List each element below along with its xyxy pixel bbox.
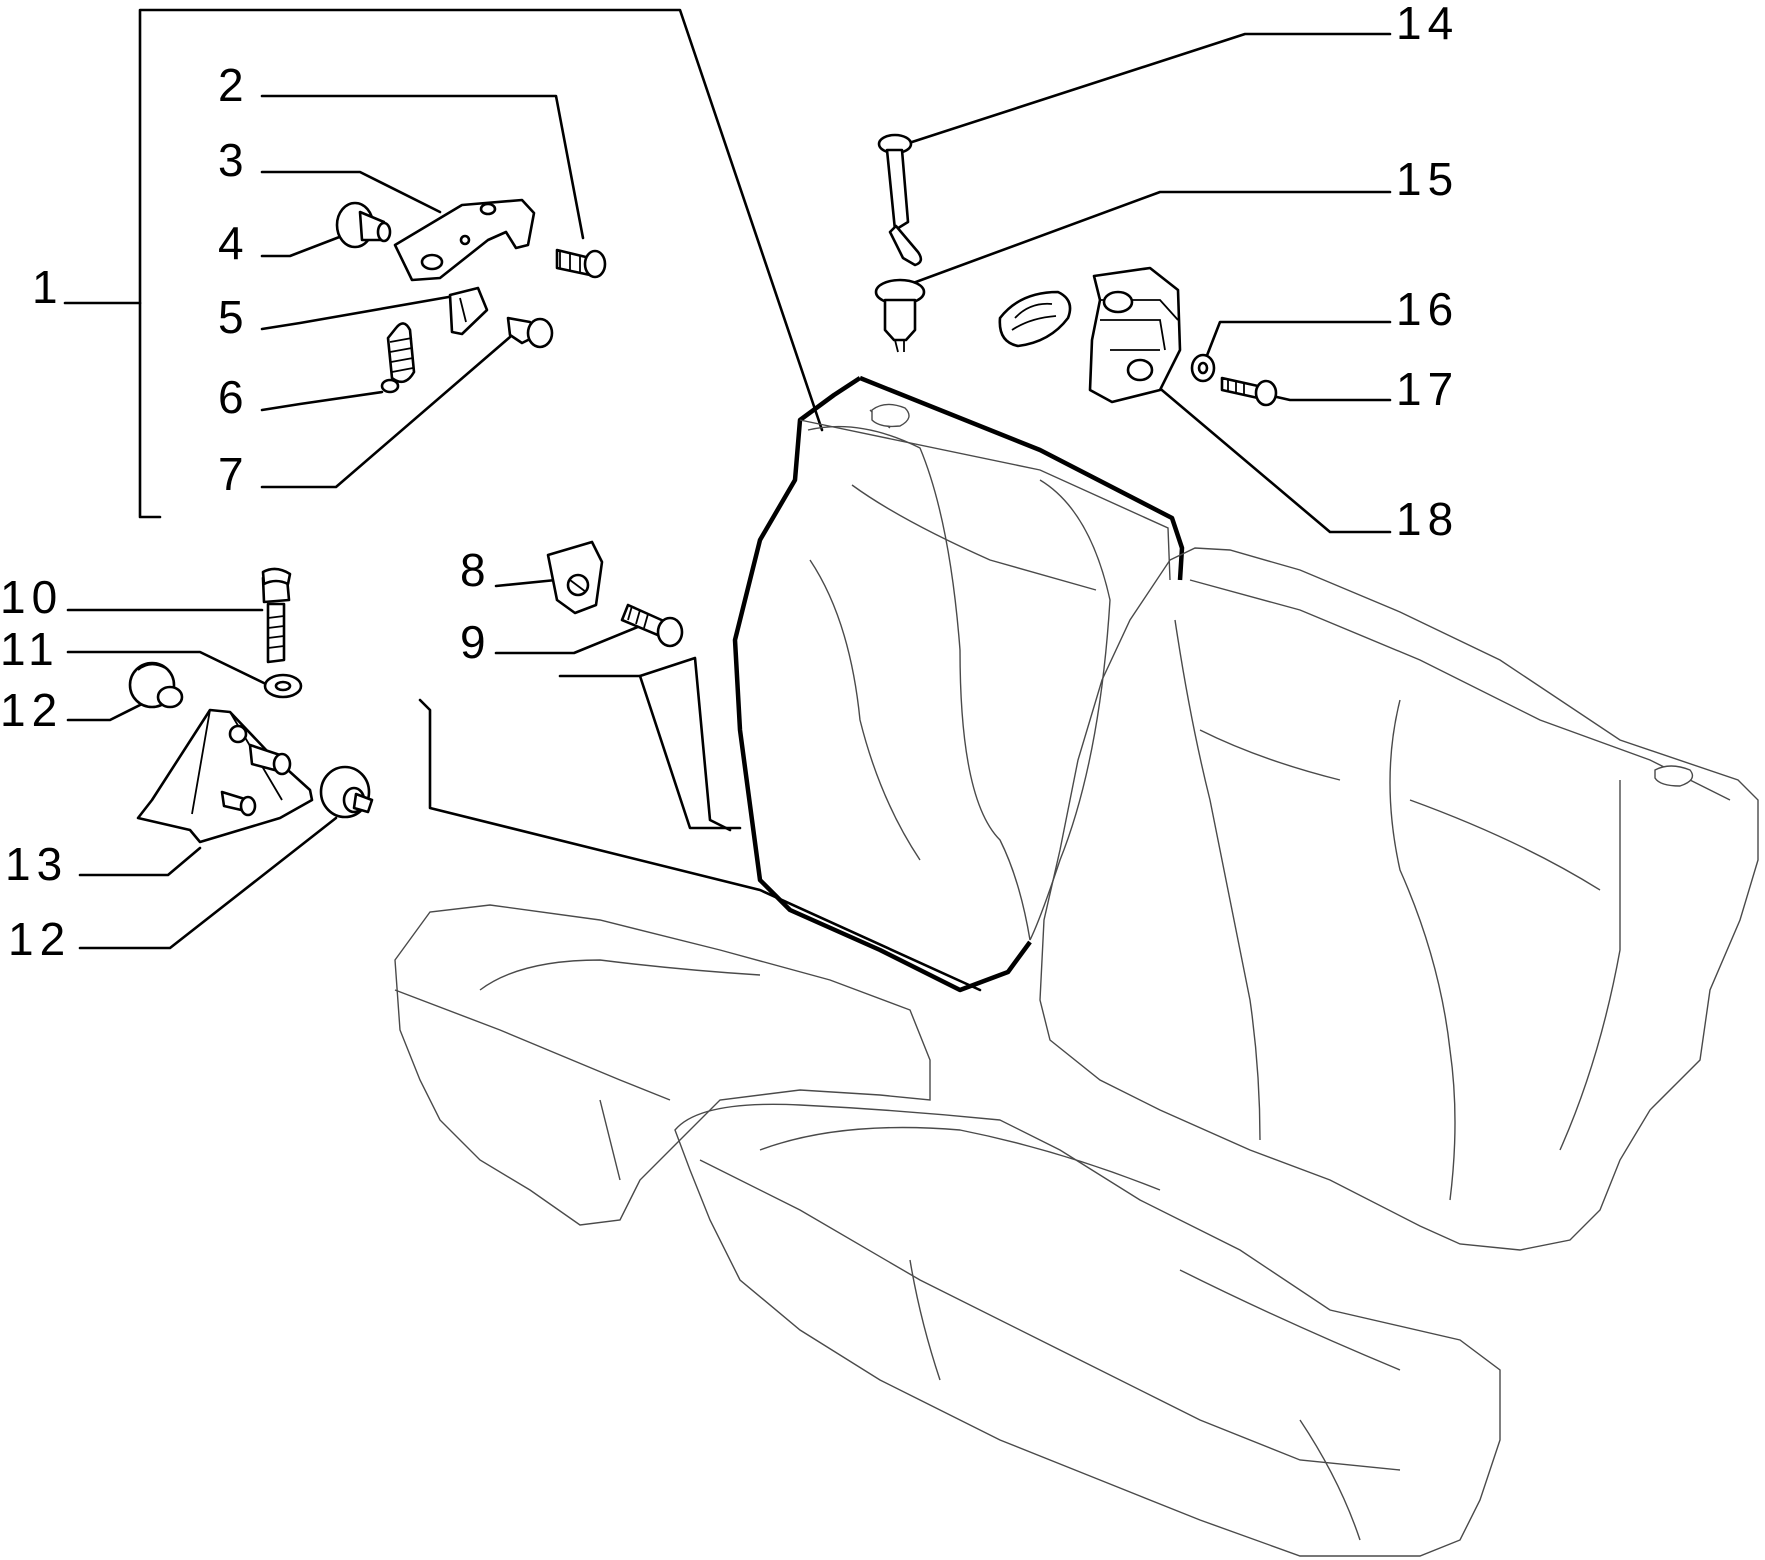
callout-15: 15 bbox=[1396, 153, 1459, 205]
part-17-screw bbox=[1220, 376, 1278, 407]
part-8-cover bbox=[546, 540, 604, 615]
leader-4 bbox=[260, 234, 344, 258]
leader-12-lower bbox=[78, 816, 338, 950]
part-12-nut-lower bbox=[319, 765, 374, 819]
callout-1: 1 bbox=[32, 261, 64, 313]
leader-seat-group bbox=[418, 698, 982, 992]
leader-7 bbox=[260, 335, 512, 489]
callout-8: 8 bbox=[460, 544, 492, 596]
left-seat-cushion bbox=[394, 904, 931, 1226]
leader-backrest-group bbox=[558, 674, 742, 830]
callout-7: 7 bbox=[218, 448, 250, 500]
right-seat-cushion bbox=[674, 1103, 1501, 1557]
part-7-pin bbox=[506, 316, 554, 349]
part-5-clip bbox=[448, 286, 489, 336]
part-16-washer bbox=[1190, 353, 1216, 383]
part-18-latch bbox=[998, 266, 1182, 404]
callout-18: 18 bbox=[1396, 493, 1459, 545]
leader-12-upper bbox=[66, 698, 152, 722]
leader-9 bbox=[494, 620, 652, 655]
leader-14 bbox=[910, 32, 1392, 144]
leader-3 bbox=[260, 170, 442, 214]
part-11-washer bbox=[263, 673, 303, 699]
part-6-spring bbox=[380, 322, 416, 394]
leader-15 bbox=[903, 190, 1392, 288]
part-13-hinge-bracket bbox=[136, 708, 314, 844]
part-14-rod bbox=[877, 133, 923, 267]
callout-9: 9 bbox=[460, 616, 492, 668]
part-3-lever-plate bbox=[393, 198, 536, 282]
bracket-1 bbox=[138, 8, 824, 519]
callout-3: 3 bbox=[218, 134, 250, 186]
leader-lines bbox=[63, 8, 1392, 992]
leader-6 bbox=[260, 390, 384, 412]
part-12-bump-upper bbox=[128, 661, 184, 709]
callout-5: 5 bbox=[218, 291, 250, 343]
part-4-cap bbox=[335, 201, 392, 249]
callout-4: 4 bbox=[218, 217, 250, 269]
callout-16: 16 bbox=[1396, 283, 1459, 335]
callout-6: 6 bbox=[218, 371, 250, 423]
part-10-bolt bbox=[261, 567, 292, 664]
leader-8 bbox=[494, 578, 558, 588]
leader-5 bbox=[260, 293, 462, 331]
callout-2: 2 bbox=[218, 59, 250, 111]
callout-11: 11 bbox=[0, 623, 60, 675]
right-backrest bbox=[1039, 547, 1759, 1251]
callout-13: 13 bbox=[5, 838, 68, 890]
callout-12-lower: 12 bbox=[8, 913, 71, 965]
small-parts bbox=[128, 133, 1278, 844]
part-15-grommet bbox=[874, 278, 926, 353]
leader-2 bbox=[260, 94, 585, 240]
leader-17 bbox=[1266, 393, 1392, 402]
leader-16 bbox=[1204, 320, 1392, 360]
part-9-screw bbox=[620, 603, 684, 648]
part-2-bolt bbox=[555, 248, 607, 279]
callout-17: 17 bbox=[1396, 363, 1459, 415]
callout-12-upper: 12 bbox=[0, 684, 63, 736]
callout-10: 10 bbox=[0, 571, 63, 623]
leader-13 bbox=[78, 846, 202, 877]
left-backrest bbox=[732, 375, 1185, 993]
leader-11 bbox=[66, 650, 272, 688]
leader-backrest-group-b bbox=[638, 656, 732, 832]
callout-labels: 1 2 3 4 5 6 7 8 9 10 11 12 13 12 14 15 1… bbox=[0, 0, 1459, 965]
callout-14: 14 bbox=[1396, 0, 1459, 49]
leader-18 bbox=[1148, 378, 1392, 534]
